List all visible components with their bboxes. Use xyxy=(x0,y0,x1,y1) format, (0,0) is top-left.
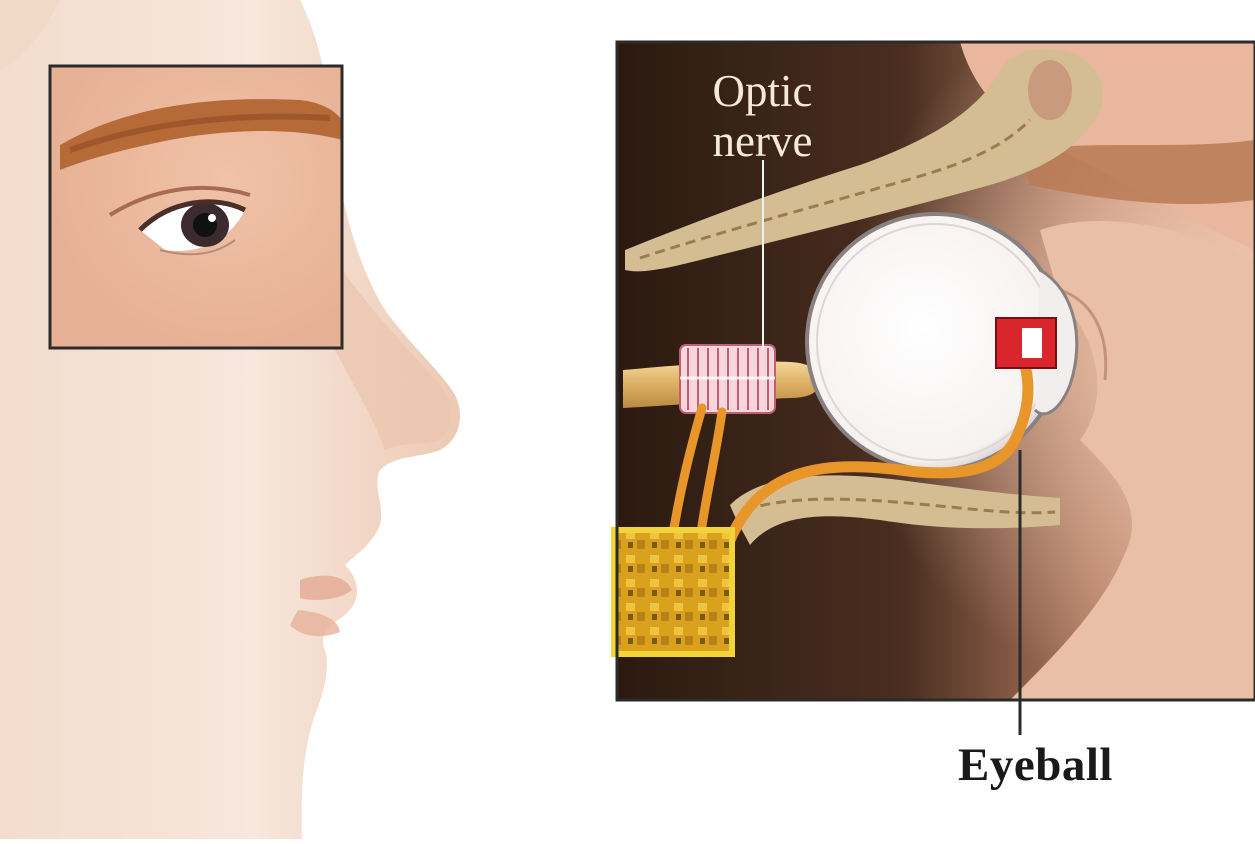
optic-nerve-label-line2: nerve xyxy=(690,116,835,166)
retina-implant-icon xyxy=(996,318,1056,368)
nerve-cuff xyxy=(680,345,775,413)
camera-chip-icon xyxy=(614,530,732,654)
optic-nerve-label-line1: Optic xyxy=(690,66,835,116)
eye-closeup xyxy=(50,66,342,348)
eyeball-label: Eyeball xyxy=(958,742,1113,789)
optic-nerve-label: Optic nerve xyxy=(690,66,835,166)
